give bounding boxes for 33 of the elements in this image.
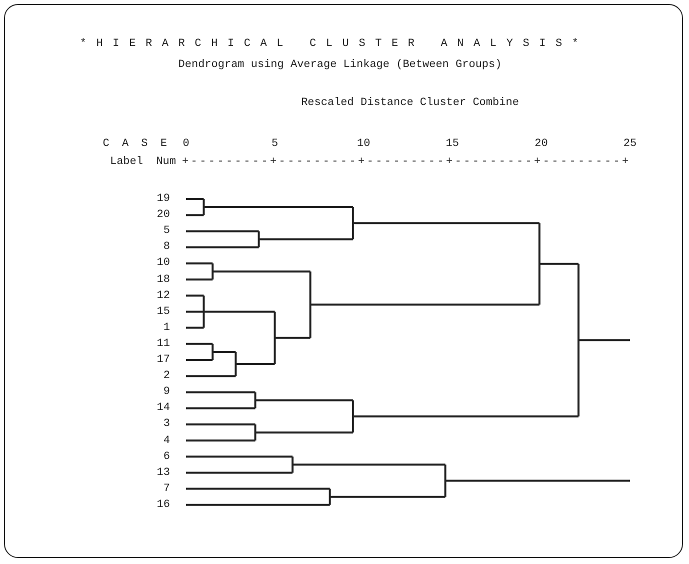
tick-label: 5 [271,138,278,151]
tick-label: 0 [182,138,190,151]
case-number: 4 [163,434,170,448]
case-number: 9 [163,386,170,400]
axis-title: Rescaled Distance Cluster Combine [301,97,519,110]
case-number: 5 [163,225,170,238]
case-number: 16 [156,498,170,512]
case-number: 1 [163,322,170,335]
case-number: 6 [163,450,170,464]
tick-label: 10 [356,138,370,151]
case-number: 10 [156,257,170,270]
tick-label: 25 [623,138,637,151]
case-number: 12 [156,290,170,303]
case-number: 3 [163,418,170,432]
case-number: 7 [163,482,170,496]
case-number: 18 [156,274,170,286]
case-number: 20 [156,209,170,222]
axis-header: C A S E [102,138,170,151]
case-number: 8 [163,241,170,254]
case-number: 19 [156,193,170,206]
tick-label: 20 [534,138,548,151]
subtitle: Dendrogram using Average Linkage (Between Groups) [178,59,502,72]
case-number: 17 [156,354,170,367]
case-number: 2 [163,370,170,384]
case-number: 13 [156,466,170,480]
tick-label: 15 [446,138,459,151]
case-number: 11 [156,338,170,351]
axis-scale: +---------+---------+---------+---------+---------+ [182,156,631,169]
case-number: 14 [156,402,170,416]
title: * H I E R A R C H I C A L C L U S T E R A N A L Y S I S * [80,38,580,51]
case-number: 15 [156,306,170,319]
column-header: Label [110,156,143,169]
column-header: Num [156,156,176,169]
